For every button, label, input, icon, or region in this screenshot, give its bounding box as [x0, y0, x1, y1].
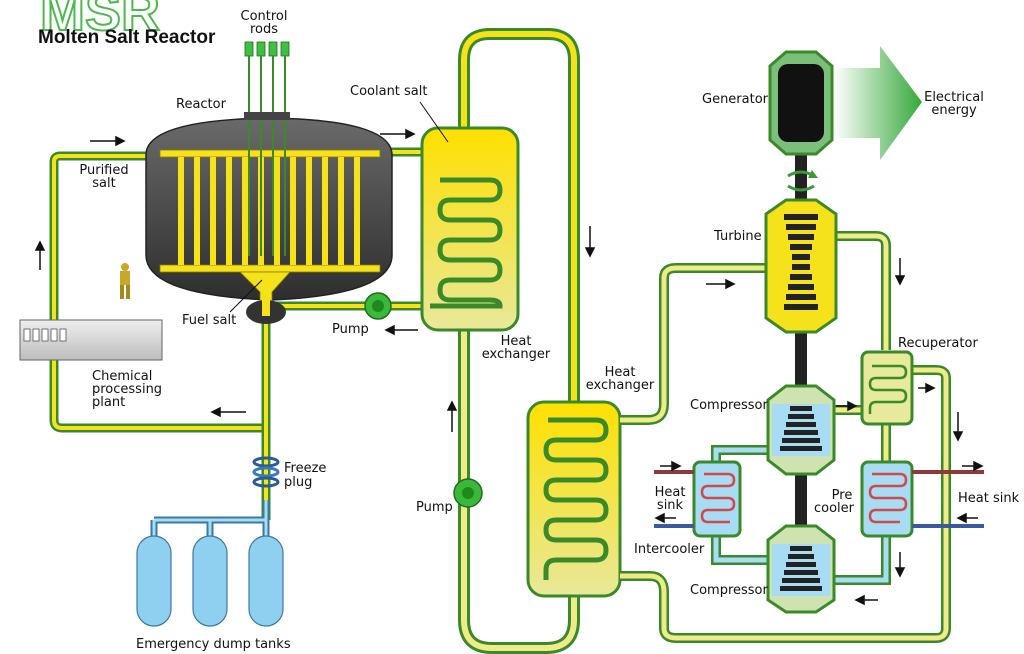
flow-arrows	[34, 128, 984, 606]
label-pump-primary: Pump	[332, 322, 369, 337]
label-heat-exchanger-2b: exchanger	[586, 378, 655, 393]
gas-loop-turbine-recuperator	[830, 231, 891, 350]
label-chemical-3: plant	[92, 395, 125, 410]
label-fuel-salt: Fuel salt	[182, 313, 236, 328]
label-coolant-salt: Coolant salt	[350, 84, 427, 99]
turbine	[764, 198, 838, 334]
heat-exchanger-secondary	[526, 400, 622, 598]
label-heat-sink-right: Heat sink	[958, 491, 1020, 506]
precooler	[860, 460, 984, 538]
label-reactor: Reactor	[176, 97, 227, 112]
label-heat-exchanger-1a: Heat	[501, 334, 532, 349]
label-heat-sink-left-2: sink	[657, 498, 684, 513]
freeze-plug	[252, 456, 280, 488]
label-electrical-2: energy	[931, 103, 977, 118]
person-icon	[120, 263, 130, 299]
emergency-dump-tanks	[136, 535, 284, 627]
compressor-bottom	[766, 524, 836, 614]
label-generator: Generator	[702, 92, 769, 107]
label-intercooler: Intercooler	[634, 542, 705, 557]
compressor-top	[766, 384, 836, 476]
logo-text: MSR	[40, 0, 160, 42]
intercooler	[654, 460, 742, 538]
label-control-rods-1: Control	[241, 9, 288, 24]
control-rods	[244, 41, 290, 256]
label-precooler-2: cooler	[814, 501, 855, 516]
label-turbine: Turbine	[713, 229, 762, 244]
recuperator	[860, 350, 914, 426]
leader-lines	[229, 101, 449, 313]
label-freeze-plug-2: plug	[284, 475, 312, 490]
label-compressor-top: Compressor	[690, 398, 769, 413]
reactor-vessel	[145, 117, 393, 324]
label-chemical-1: Chemical	[92, 369, 152, 384]
primary-pump	[364, 292, 392, 320]
heat-exchanger-primary	[420, 126, 520, 332]
label-pump-secondary: Pump	[416, 500, 453, 515]
arrow-right-icon	[834, 46, 922, 160]
secondary-pump	[453, 478, 483, 508]
label-heat-sink-left-1: Heat	[655, 485, 686, 500]
label-electrical-1: Electrical	[924, 90, 984, 105]
page-title: Molten Salt Reactor	[38, 27, 216, 48]
label-purified-salt-1: Purified	[79, 163, 128, 178]
generator	[768, 50, 834, 156]
label-chemical-2: processing	[92, 382, 162, 397]
label-heat-exchanger-2a: Heat	[605, 365, 636, 380]
label-compressor-bottom: Compressor	[690, 583, 769, 598]
label-heat-exchanger-1b: exchanger	[482, 347, 551, 362]
label-recuperator: Recuperator	[898, 336, 978, 351]
chemical-processing-plant	[19, 319, 163, 361]
label-control-rods-2: rods	[250, 22, 278, 37]
label-purified-salt-2: salt	[92, 176, 115, 191]
label-freeze-plug-1: Freeze	[284, 461, 326, 476]
label-precooler-1: Pre	[832, 488, 853, 503]
label-dump-tanks: Emergency dump tanks	[136, 637, 291, 652]
rotation-arrow-icon	[787, 170, 818, 192]
